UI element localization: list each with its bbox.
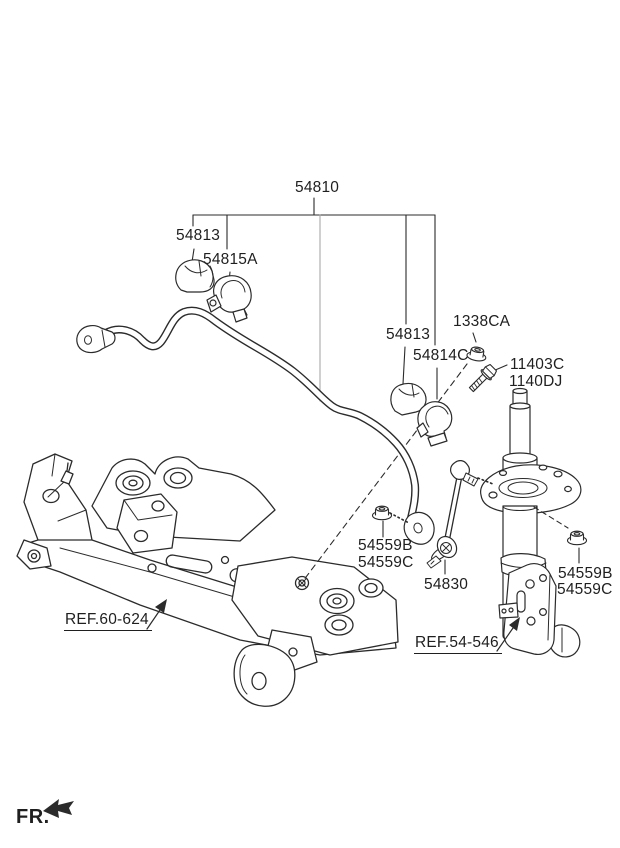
part-label-54813-left: 54813 [176, 227, 221, 244]
nut-54559-left-drawing [371, 505, 393, 521]
callout-lines [191, 197, 580, 575]
ref-label-strut: REF.54-546 [414, 635, 502, 654]
clamp-bracket-right-drawing [416, 401, 453, 447]
bolt-11403c-drawing [468, 363, 498, 393]
front-direction-arrow-icon [43, 799, 74, 818]
nut-54559-right-drawing [566, 530, 588, 546]
part-label-54810: 54810 [295, 179, 340, 196]
stabilizer-bar-drawing [76, 306, 435, 545]
part-label-54559c-right: 54559C [557, 581, 613, 598]
ref-label-crossmember: REF.60-624 [64, 612, 152, 631]
ref-arrowheads [155, 599, 520, 631]
stabilizer-link-drawing [426, 459, 479, 569]
part-label-1338ca: 1338CA [453, 313, 511, 330]
part-label-54559b-left: 54559B [358, 537, 413, 554]
nut-1338ca-drawing [466, 346, 487, 362]
part-label-54814c: 54814C [413, 347, 469, 364]
subframe-crossmember-drawing [16, 453, 399, 707]
part-label-1140dj: 1140DJ [509, 373, 563, 390]
part-label-54815a: 54815A [203, 251, 258, 268]
part-label-11403c: 11403C [510, 356, 565, 373]
ref-arrow-lines [146, 609, 514, 652]
part-label-54559b-right: 54559B [558, 565, 613, 582]
clamp-bracket-left-drawing [206, 275, 252, 323]
strut-assembly-drawing [480, 387, 582, 658]
assembly-dotted-lines [389, 477, 569, 529]
part-label-54559c-left: 54559C [358, 554, 414, 571]
part-label-54813-right: 54813 [386, 326, 431, 343]
assembly-axis-dashed-line [302, 363, 468, 582]
front-direction-label: FR. [16, 806, 50, 828]
part-label-54830: 54830 [424, 576, 469, 593]
bushing-left-drawing [175, 259, 215, 293]
